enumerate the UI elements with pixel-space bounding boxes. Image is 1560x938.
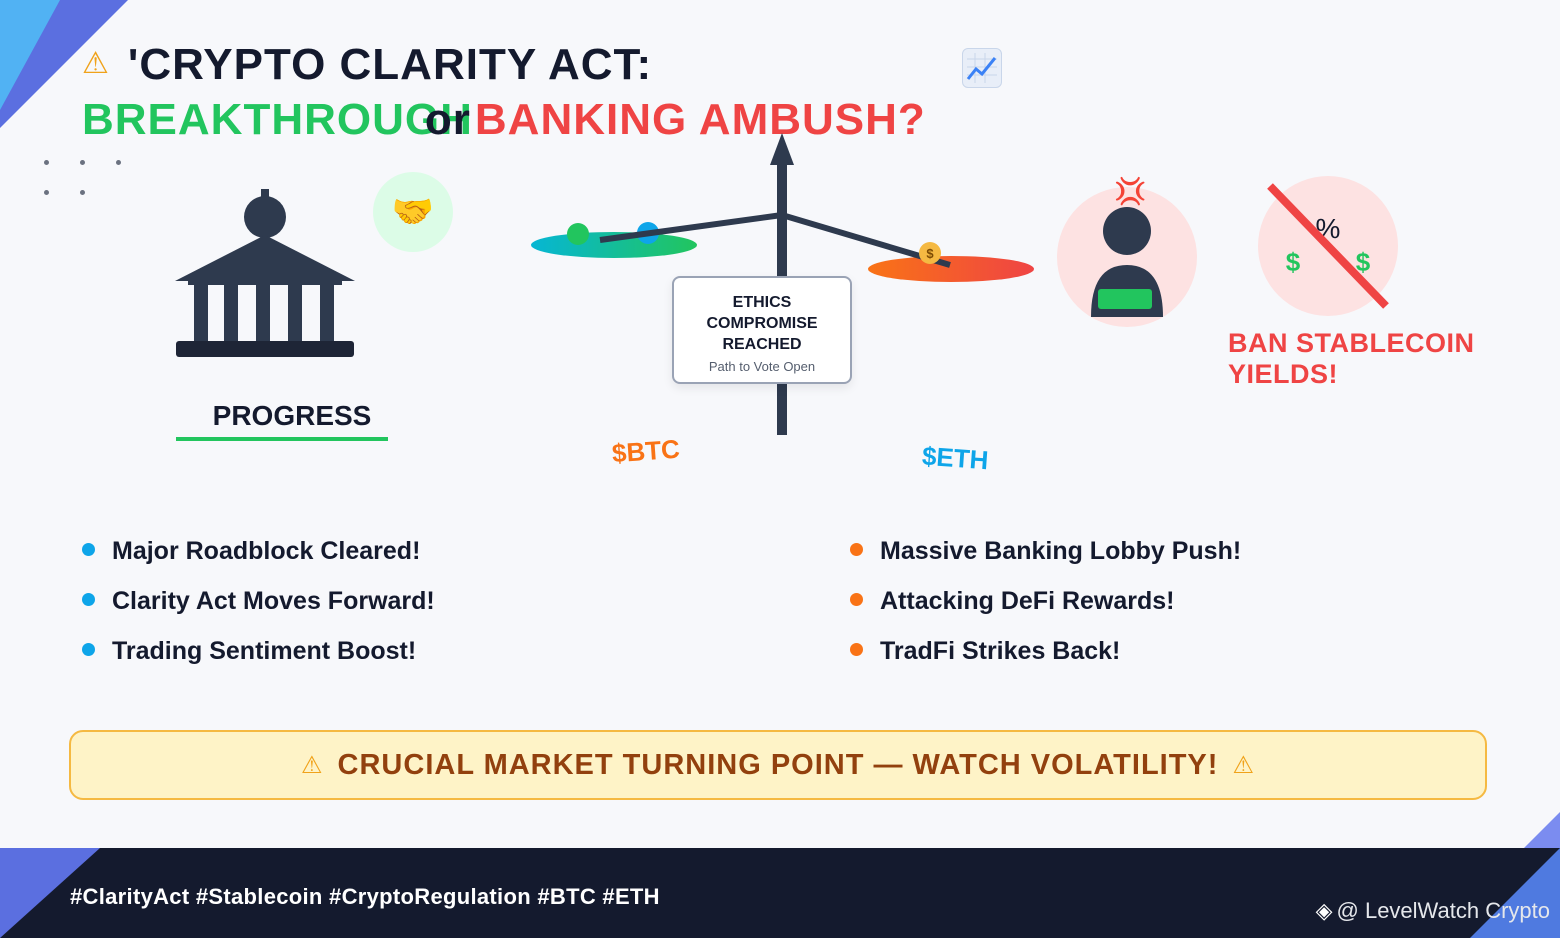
bullet-dot — [850, 593, 863, 606]
btc-label: $BTC — [611, 433, 681, 469]
dollar-icon: $ — [1286, 247, 1301, 277]
money-bag-symbol: $ — [926, 246, 934, 261]
right-scale-pan — [868, 256, 1034, 282]
ban-stablecoin-icon: % $ $ — [1258, 176, 1398, 316]
bullet-dot — [850, 543, 863, 556]
list-item: TradFi Strikes Back! — [850, 637, 1120, 666]
warning-banner-text: CRUCIAL MARKET TURNING POINT — WATCH VOL… — [337, 748, 1219, 781]
corner-decoration-right — [1520, 812, 1560, 852]
bullet-dot — [82, 543, 95, 556]
chart-increasing-icon — [962, 48, 1002, 88]
bullet-dot — [82, 643, 95, 656]
ban-stablecoin-callout: BAN STABLECOIN YIELDS! — [1228, 328, 1475, 390]
binance-logo-icon: ◈ — [1315, 898, 1333, 923]
eth-label: $ETH — [921, 440, 990, 476]
list-item: Clarity Act Moves Forward! — [82, 587, 435, 616]
warning-icon: ⚠ — [1232, 751, 1255, 779]
handshake-icon: 🤝 — [373, 172, 453, 252]
headline-line-2: BREAKTHROUGHorBANKING AMBUSH? — [82, 95, 926, 145]
headline-text-1: 'CRYPTO CLARITY ACT: — [127, 40, 653, 89]
brand-text: @ LevelWatch Crypto — [1336, 898, 1550, 923]
corner-decoration-top-left-accent — [0, 0, 60, 110]
ban-line-1: BAN STABLECOIN — [1228, 328, 1475, 358]
progress-underline — [176, 437, 388, 441]
money-bag-icon — [919, 242, 941, 264]
brand-watermark: ◈@ LevelWatch Crypto — [1316, 898, 1550, 924]
ethics-compromise-card: ETHICS COMPROMISE REACHED Path to Vote O… — [672, 276, 852, 384]
headline-ambush: BANKING AMBUSH? — [474, 95, 926, 144]
ethics-line-1: ETHICS — [732, 294, 792, 311]
bullet-dot — [850, 643, 863, 656]
footer-bar — [0, 848, 1560, 938]
footer-corner-right — [1470, 848, 1560, 938]
footer-corner-left — [0, 848, 100, 938]
bank-icon — [170, 185, 360, 365]
ethics-line-2: COMPROMISE — [706, 315, 818, 332]
warning-icon: ⚠ — [301, 751, 324, 779]
list-item: Attacking DeFi Rewards! — [850, 587, 1175, 616]
hashtags: #ClarityAct #Stablecoin #CryptoRegulatio… — [70, 884, 660, 909]
bullet-dot — [82, 593, 95, 606]
warning-banner: ⚠ CRUCIAL MARKET TURNING POINT — WATCH V… — [69, 730, 1487, 800]
balance-scale-graphic: $ — [531, 133, 1034, 435]
warning-icon: ⚠ — [82, 47, 110, 80]
anger-icon: 💢 — [1114, 176, 1147, 206]
green-token-icon — [567, 223, 589, 245]
list-item: Major Roadblock Cleared! — [82, 537, 420, 566]
headline-breakthrough: BREAKTHROUGH — [82, 95, 473, 144]
ethics-line-3: REACHED — [722, 336, 802, 353]
banker-avatar — [1057, 187, 1197, 327]
list-item: Massive Banking Lobby Push! — [850, 537, 1241, 566]
prohibited-slash — [1267, 183, 1389, 309]
headline-line-1: ⚠ 'CRYPTO CLARITY ACT: — [82, 40, 652, 90]
progress-label: PROGRESS — [212, 400, 372, 431]
headline-or: or — [424, 95, 471, 144]
ethics-subtitle: Path to Vote Open — [708, 359, 816, 374]
list-item: Trading Sentiment Boost! — [82, 637, 416, 666]
dollar-icon: $ — [1356, 247, 1371, 277]
ban-line-2: YIELDS! — [1228, 359, 1339, 389]
